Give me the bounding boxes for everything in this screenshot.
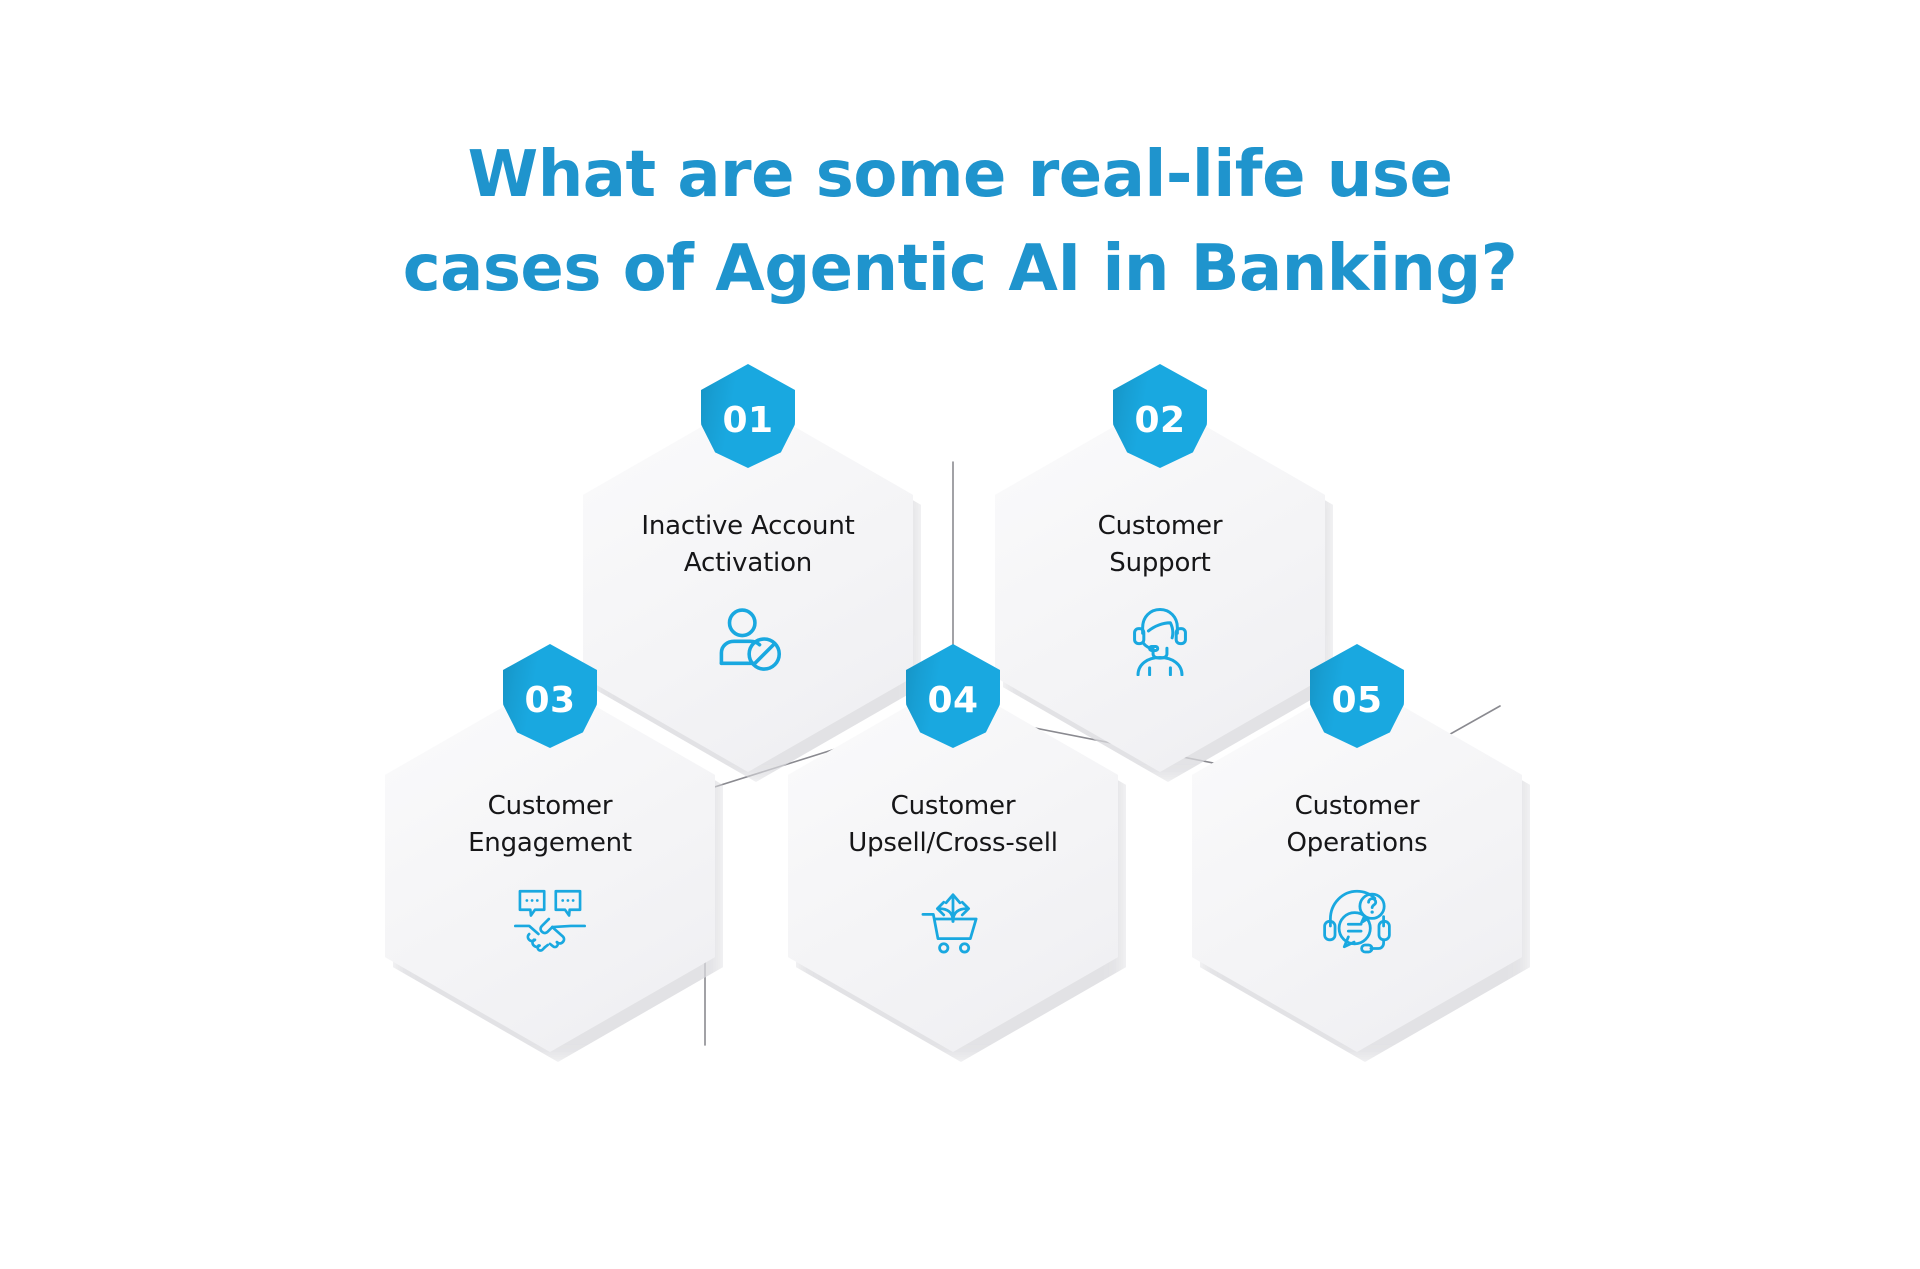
hex-card-label: Customer Engagement bbox=[468, 791, 632, 858]
hex-card-05[interactable]: Customer Operations bbox=[1192, 644, 1530, 1062]
cart-arrows-icon bbox=[914, 880, 992, 958]
badge-number: 02 bbox=[1134, 399, 1186, 441]
hex-content: Customer Operations bbox=[1192, 680, 1522, 1052]
hex-card-03[interactable]: Customer Engagement bbox=[385, 644, 723, 1062]
hex-card-label: Inactive Account Activation bbox=[641, 511, 855, 578]
hex-card-badge: 01 bbox=[701, 364, 795, 468]
page-title: What are some real-life use cases of Age… bbox=[0, 128, 1920, 316]
hex-card-01[interactable]: Inactive Account Activation 01 bbox=[583, 364, 921, 782]
hex-card-label: Customer Operations bbox=[1286, 791, 1428, 858]
handshake-chat-icon bbox=[511, 880, 589, 958]
hex-card-label: Customer Upsell/Cross-sell bbox=[848, 791, 1058, 858]
page-title-line-2: cases of Agentic AI in Banking? bbox=[402, 232, 1518, 306]
badge-number: 05 bbox=[1331, 679, 1383, 721]
badge-shape bbox=[701, 364, 795, 468]
hex-card-02[interactable]: Customer Support bbox=[995, 364, 1333, 782]
hex-card-label: Customer Support bbox=[1097, 511, 1223, 578]
user-blocked-icon bbox=[709, 600, 787, 678]
badge-number: 01 bbox=[722, 399, 774, 441]
hex-content: Customer Engagement bbox=[385, 680, 715, 1052]
hex-card-04[interactable]: Customer Upsell/Cross-sell bbox=[788, 644, 1126, 1062]
badge-number: 03 bbox=[524, 679, 576, 721]
headset-support-chat-icon bbox=[1318, 880, 1396, 958]
badge-number: 04 bbox=[927, 679, 979, 721]
hex-card-badge: 03 bbox=[503, 644, 597, 748]
page-title-line-1: What are some real-life use bbox=[467, 138, 1453, 212]
hex-card-badge: 05 bbox=[1310, 644, 1404, 748]
hex-content: Customer Upsell/Cross-sell bbox=[788, 680, 1118, 1052]
hex-card-badge: 02 bbox=[1113, 364, 1207, 468]
hex-content: Inactive Account Activation bbox=[583, 400, 913, 772]
headset-agent-icon bbox=[1121, 600, 1199, 678]
hex-card-badge: 04 bbox=[906, 644, 1000, 748]
hex-content: Customer Support bbox=[995, 400, 1325, 772]
